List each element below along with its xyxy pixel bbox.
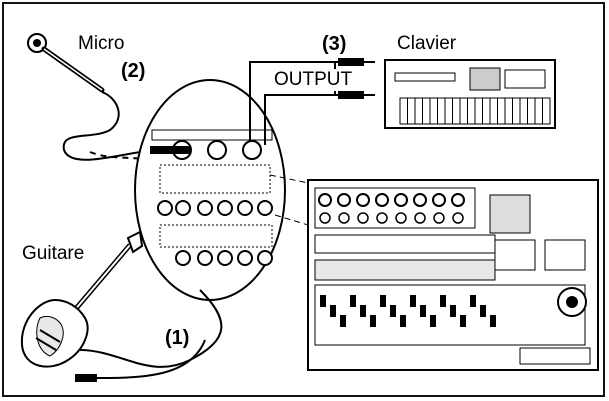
recorder-fader [480, 305, 486, 317]
input-panel-zoom-icon [134, 79, 286, 301]
microphone-icon [27, 33, 105, 93]
recorder-fader [450, 305, 456, 317]
keyboard-synth-icon [384, 59, 556, 129]
label-step-2: (2) [121, 60, 146, 82]
recorder-fader [400, 315, 406, 327]
recorder-fader [440, 295, 446, 307]
recorder-knob [357, 212, 369, 224]
label-step-3: (3) [322, 33, 347, 55]
output-cable-1 [249, 61, 375, 140]
recorder-fader [460, 315, 466, 327]
recorder-knob [356, 193, 370, 207]
recorder-fader [470, 295, 476, 307]
recorder-knob [413, 193, 427, 207]
recorder-fader [330, 305, 336, 317]
recorder-fader [490, 315, 496, 327]
recorder-input-knobs [318, 193, 465, 224]
recorder-fader [410, 295, 416, 307]
guitar-cable [79, 289, 223, 368]
label-micro: Micro [78, 33, 125, 54]
recorder-fader [370, 315, 376, 327]
digital-recorder-icon [307, 179, 599, 371]
recorder-knob [319, 212, 331, 224]
label-guitare: Guitare [22, 243, 85, 264]
recorder-knob [318, 193, 332, 207]
recorder-knob [337, 193, 351, 207]
output-cable-2 [264, 94, 375, 145]
label-clavier: Clavier [397, 33, 457, 54]
recorder-knob [451, 193, 465, 207]
input-panel-knobs [151, 129, 273, 266]
label-output: OUTPUT [272, 69, 355, 91]
recorder-fader [320, 295, 326, 307]
recorder-knob [395, 212, 407, 224]
recorder-knob [414, 212, 426, 224]
recorder-knob [452, 212, 464, 224]
recorder-knob [375, 193, 389, 207]
recorder-fader [390, 305, 396, 317]
recorder-knob [432, 193, 446, 207]
recorder-fader [420, 305, 426, 317]
electric-guitar-icon [20, 230, 144, 368]
recorder-knob [394, 193, 408, 207]
recorder-knob [376, 212, 388, 224]
recorder-fader [430, 315, 436, 327]
recorder-fader [350, 295, 356, 307]
recorder-fader [360, 305, 366, 317]
recorder-knob [433, 212, 445, 224]
recorder-faders [320, 295, 496, 327]
guitar-cable-lower [94, 339, 206, 379]
recorder-fader [340, 315, 346, 327]
recorder-fader [380, 295, 386, 307]
label-step-1: (1) [165, 327, 190, 349]
recorder-knob [338, 212, 350, 224]
keyboard-keys [399, 98, 543, 124]
